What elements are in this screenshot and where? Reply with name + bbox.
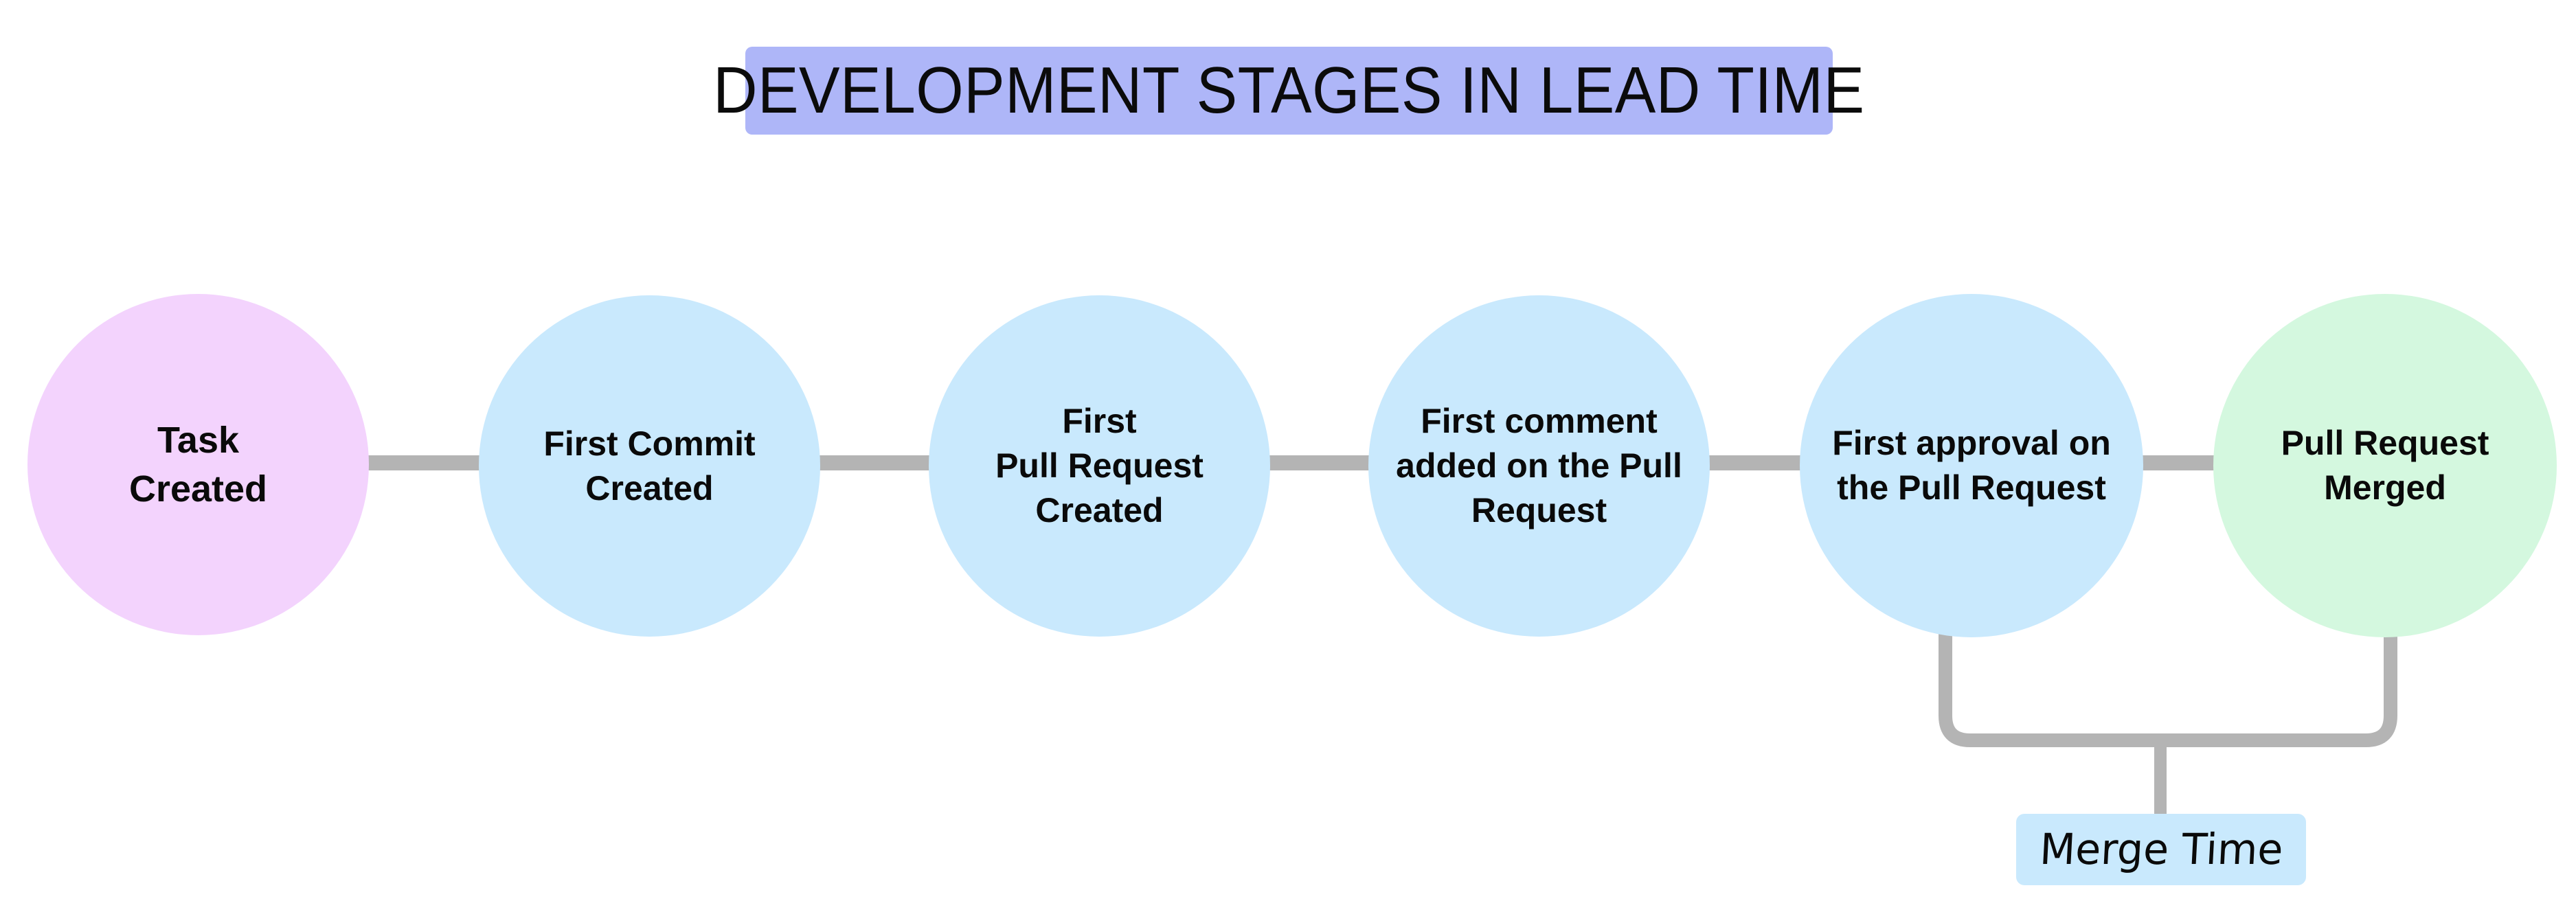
diagram-title-banner: DEVELOPMENT STAGES IN LEAD TIME	[713, 47, 1864, 135]
connector-2	[815, 455, 934, 470]
stage-node-label: First Pull Request Created	[995, 402, 1204, 529]
stage-node-task-created[interactable]: Task Created	[27, 294, 369, 635]
stage-node-label: First Commit Created	[543, 424, 756, 508]
stage-node-label: Pull Request Merged	[2281, 424, 2489, 507]
stage-node-label: First comment added on the Pull Request	[1396, 402, 1682, 529]
page-title: DEVELOPMENT STAGES IN LEAD TIME	[713, 54, 1865, 127]
connector-4	[1705, 455, 1805, 470]
connector-5	[2138, 455, 2218, 470]
merge-time-stem	[2154, 736, 2167, 817]
stage-node-label: Task Created	[128, 420, 268, 510]
merge-time-callout[interactable]: Merge Time	[2016, 814, 2306, 885]
stage-node-first-comment[interactable]: First comment added on the Pull Request	[1368, 295, 1710, 637]
stage-node-label: First approval on the Pull Request	[1832, 424, 2111, 507]
merge-time-label: Merge Time	[2038, 824, 2284, 874]
merge-time-bracket	[1939, 633, 2397, 747]
stage-node-pull-request-merged[interactable]: Pull Request Merged	[2213, 294, 2557, 637]
stage-node-first-commit[interactable]: First Commit Created	[479, 295, 820, 637]
connector-1	[364, 455, 484, 470]
stage-node-first-pull-request[interactable]: First Pull Request Created	[929, 295, 1270, 637]
stage-node-first-approval[interactable]: First approval on the Pull Request	[1800, 294, 2143, 637]
connector-3	[1265, 455, 1373, 470]
